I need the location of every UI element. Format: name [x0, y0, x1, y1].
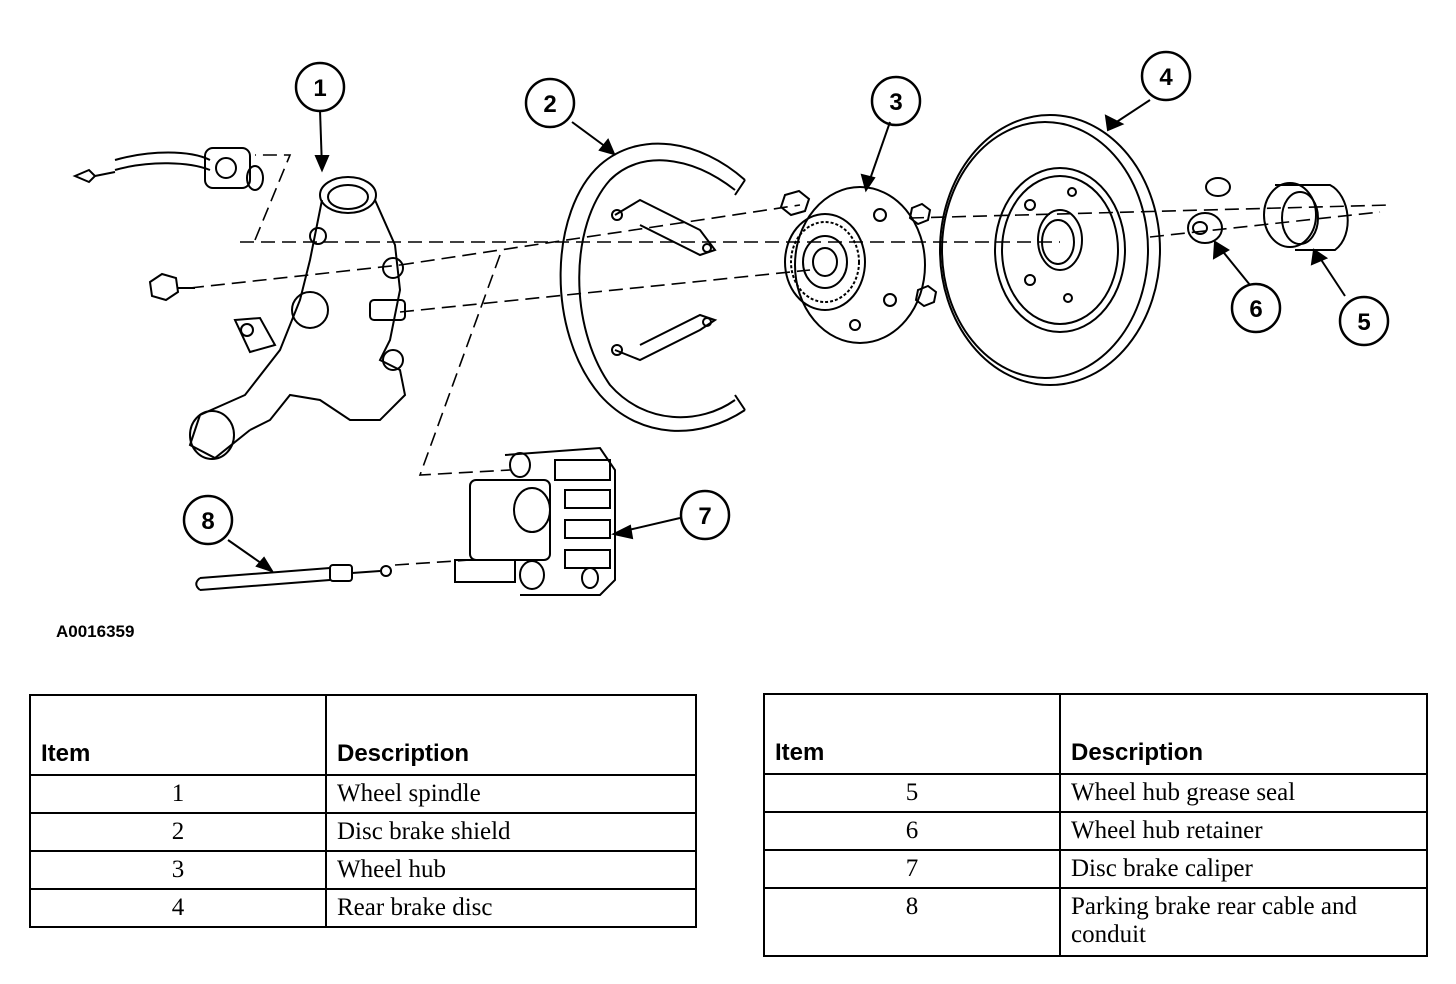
exploded-diagram: 1 2 3 4 5 6 7 8 [72, 50, 1391, 596]
callout-1: 1 [313, 75, 326, 102]
table-row: 6 Wheel hub retainer [763, 811, 1428, 851]
leader-lines [227, 99, 1346, 573]
figure-id: A0016359 [56, 622, 135, 641]
callout-labels: 1 2 3 4 5 6 7 8 [201, 64, 1370, 535]
spindle-bolt [148, 272, 195, 302]
callout-6: 6 [1249, 296, 1262, 323]
header-item: Item [29, 694, 327, 776]
item-number: 4 [29, 888, 327, 928]
shield-bolt [779, 189, 811, 217]
item-description: Disc brake shield [325, 812, 697, 852]
callout-circles [182, 50, 1390, 546]
wheel-hub-grease-seal [1263, 182, 1349, 251]
table-row: 3 Wheel hub [29, 850, 697, 890]
alignment-lines [189, 154, 1391, 566]
item-description: Wheel hub [325, 850, 697, 890]
callout-3: 3 [889, 89, 902, 116]
table-row: 1 Wheel spindle [29, 774, 697, 814]
item-number: 2 [29, 812, 327, 852]
item-number: 5 [763, 773, 1061, 813]
table-row: 5 Wheel hub grease seal [763, 773, 1428, 813]
item-description: Parking brake rear cable and conduit [1059, 887, 1428, 957]
item-description: Rear brake disc [325, 888, 697, 928]
item-number: 7 [763, 849, 1061, 889]
item-description: Wheel hub grease seal [1059, 773, 1428, 813]
disc-brake-shield [559, 142, 746, 432]
callout-7: 7 [698, 503, 711, 530]
table-header-row: Item Description [763, 693, 1428, 775]
item-number: 6 [763, 811, 1061, 851]
header-item: Item [763, 693, 1061, 775]
legend-table-right: Item Description 5 Wheel hub grease seal… [763, 693, 1428, 957]
wheel-hub [784, 186, 938, 344]
rear-brake-disc [939, 114, 1161, 386]
abs-sensor [72, 147, 264, 191]
wheel-spindle [188, 176, 407, 460]
table-row: 4 Rear brake disc [29, 888, 697, 928]
disc-brake-caliper [454, 446, 616, 596]
parking-brake-cable [195, 564, 392, 591]
table-row: 2 Disc brake shield [29, 812, 697, 852]
wheel-hub-retainer [1187, 177, 1231, 244]
table-header-row: Item Description [29, 694, 697, 776]
header-description: Description [1059, 693, 1428, 775]
callout-2: 2 [543, 91, 556, 118]
callout-4: 4 [1159, 64, 1173, 91]
item-number: 1 [29, 774, 327, 814]
table-row: 8 Parking brake rear cable and conduit [763, 887, 1428, 957]
item-description: Wheel hub retainer [1059, 811, 1428, 851]
table-row: 7 Disc brake caliper [763, 849, 1428, 889]
item-number: 3 [29, 850, 327, 890]
item-description: Wheel spindle [325, 774, 697, 814]
callout-8: 8 [201, 508, 214, 535]
item-number: 8 [763, 887, 1061, 957]
item-description: Disc brake caliper [1059, 849, 1428, 889]
header-description: Description [325, 694, 697, 776]
callout-5: 5 [1357, 309, 1370, 336]
legend-table-left: Item Description 1 Wheel spindle 2 Disc … [29, 694, 697, 928]
